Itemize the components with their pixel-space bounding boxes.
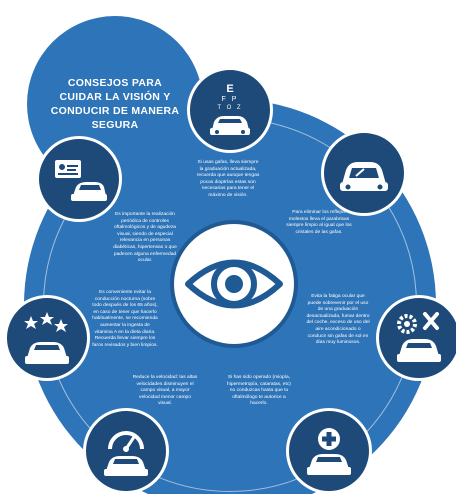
tip-fatigue: Evita la fatiga ocular que puede sobreve… bbox=[306, 294, 370, 346]
eye-chart-car-icon: E F P T O Z bbox=[210, 83, 250, 135]
license-car-icon bbox=[55, 160, 107, 201]
tip-surgery: Si has sido operado (miopía, hipermetrop… bbox=[227, 375, 291, 407]
node-glasses: E F P T O Z bbox=[187, 67, 273, 153]
eye-icon bbox=[185, 259, 283, 309]
tip-night: Es conveniente evitar la conducción noct… bbox=[92, 290, 158, 348]
speedometer-car-icon bbox=[104, 431, 148, 476]
eye-chart-letters-row-3: T O Z bbox=[217, 105, 242, 111]
page-title: CONSEJOS PARA CUIDAR LA VISIÓN Y CONDUCI… bbox=[50, 77, 180, 131]
settings-car-icon bbox=[397, 312, 441, 362]
node-reflections bbox=[321, 130, 407, 216]
node-night bbox=[4, 295, 90, 381]
tip-speed: Reduce la velocidad: las altas velocidad… bbox=[132, 375, 198, 407]
node-checkups bbox=[36, 136, 122, 222]
tip-checkups: Es importante la realización periódica d… bbox=[113, 212, 177, 264]
node-fatigue bbox=[376, 295, 456, 381]
node-speed bbox=[83, 408, 169, 494]
medical-car-icon bbox=[307, 428, 351, 475]
tip-glasses: Si usas gafas, lleva siempre la graduaci… bbox=[196, 160, 260, 198]
stars-car-icon bbox=[24, 312, 69, 364]
eye-chart-letters-row-2: F P bbox=[222, 96, 239, 103]
tip-reflections: Para eliminar los reflejos molestos llev… bbox=[286, 210, 352, 235]
eye-chart-letter-e: E bbox=[226, 83, 233, 95]
center-eye bbox=[170, 220, 298, 348]
windshield-icon bbox=[340, 162, 388, 191]
node-surgery bbox=[286, 408, 372, 494]
